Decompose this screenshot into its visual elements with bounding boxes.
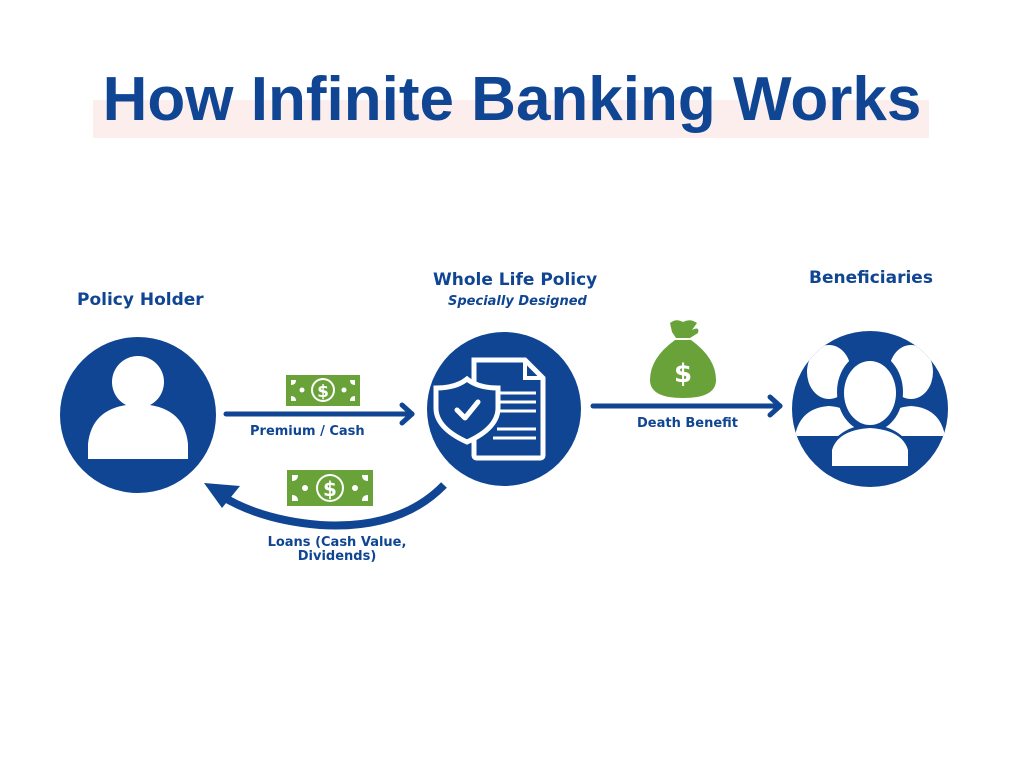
whole-life-policy-subtitle: Specially Designed <box>448 294 587 309</box>
whole-life-policy-label: Whole Life Policy <box>433 270 598 290</box>
title-highlight <box>93 100 929 138</box>
beneficiaries-label: Beneficiaries <box>809 268 933 288</box>
policy-holder-icon <box>60 337 216 493</box>
svg-text:$: $ <box>674 359 692 389</box>
premium-arrow <box>223 402 415 426</box>
page-title: How Infinite Banking Works <box>102 65 922 134</box>
death-benefit-label: Death Benefit <box>637 416 739 431</box>
money-bag-icon: $ <box>650 320 716 398</box>
death-benefit-arrow <box>590 394 783 418</box>
loans-arrow <box>204 482 447 530</box>
loans-label: Loans (Cash Value, Dividends) <box>267 535 407 564</box>
premium-cash-label: Premium / Cash <box>250 424 365 439</box>
policy-holder-label: Policy Holder <box>77 290 204 310</box>
cash-bill-icon: $ <box>286 375 360 406</box>
policy-document-icon <box>427 332 581 486</box>
svg-text:$: $ <box>323 477 337 501</box>
beneficiaries-group-icon <box>792 331 948 487</box>
svg-text:$: $ <box>317 382 329 402</box>
cash-bill-icon: $ <box>287 470 373 506</box>
